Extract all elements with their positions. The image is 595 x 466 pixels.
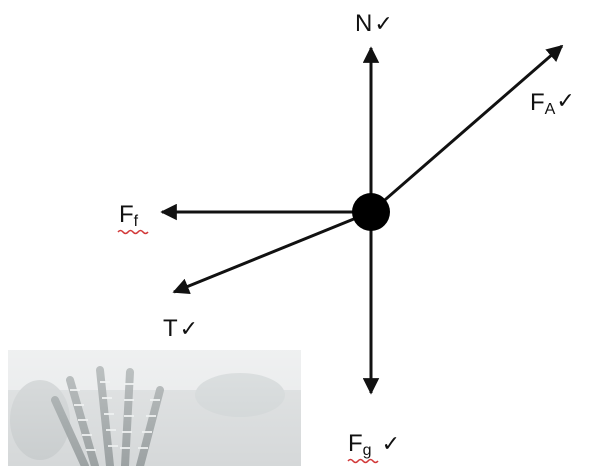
spellcheck-underline: [117, 229, 149, 235]
normal-symbol: N: [355, 10, 372, 37]
friction-subscript: f: [134, 213, 139, 230]
gravity-check-icon: ✓: [382, 432, 400, 457]
svg-text:Fg✓: Fg ✓: [348, 430, 400, 459]
normal-force-label: N✓: [355, 10, 393, 37]
applied-symbol: F: [530, 89, 545, 116]
svg-text:N✓: N✓: [355, 10, 393, 37]
spellcheck-underline: [347, 458, 379, 464]
gravity-symbol: F: [348, 430, 363, 457]
plant-photo: [8, 350, 301, 466]
friction-symbol: F: [119, 201, 134, 228]
gravity-force-label: Fg ✓: [347, 430, 400, 464]
applied-force-label: FA✓: [530, 89, 575, 118]
svg-text:Ff: Ff: [119, 201, 139, 230]
svg-text:T✓: T✓: [163, 315, 198, 342]
tension-force-arrow: [172, 210, 372, 295]
object-dot: [352, 193, 390, 231]
normal-check-icon: ✓: [374, 12, 392, 37]
gravity-subscript: g: [363, 442, 372, 459]
tension-force-label: T✓: [163, 315, 198, 342]
applied-check-icon: ✓: [556, 89, 574, 114]
applied-subscript: A: [545, 101, 556, 118]
friction-force-label: Ff: [117, 201, 149, 235]
svg-text:FA✓: FA✓: [530, 89, 575, 118]
tension-symbol: T: [163, 315, 178, 342]
tension-check-icon: ✓: [180, 317, 198, 342]
applied-force-arrow: [370, 44, 564, 214]
